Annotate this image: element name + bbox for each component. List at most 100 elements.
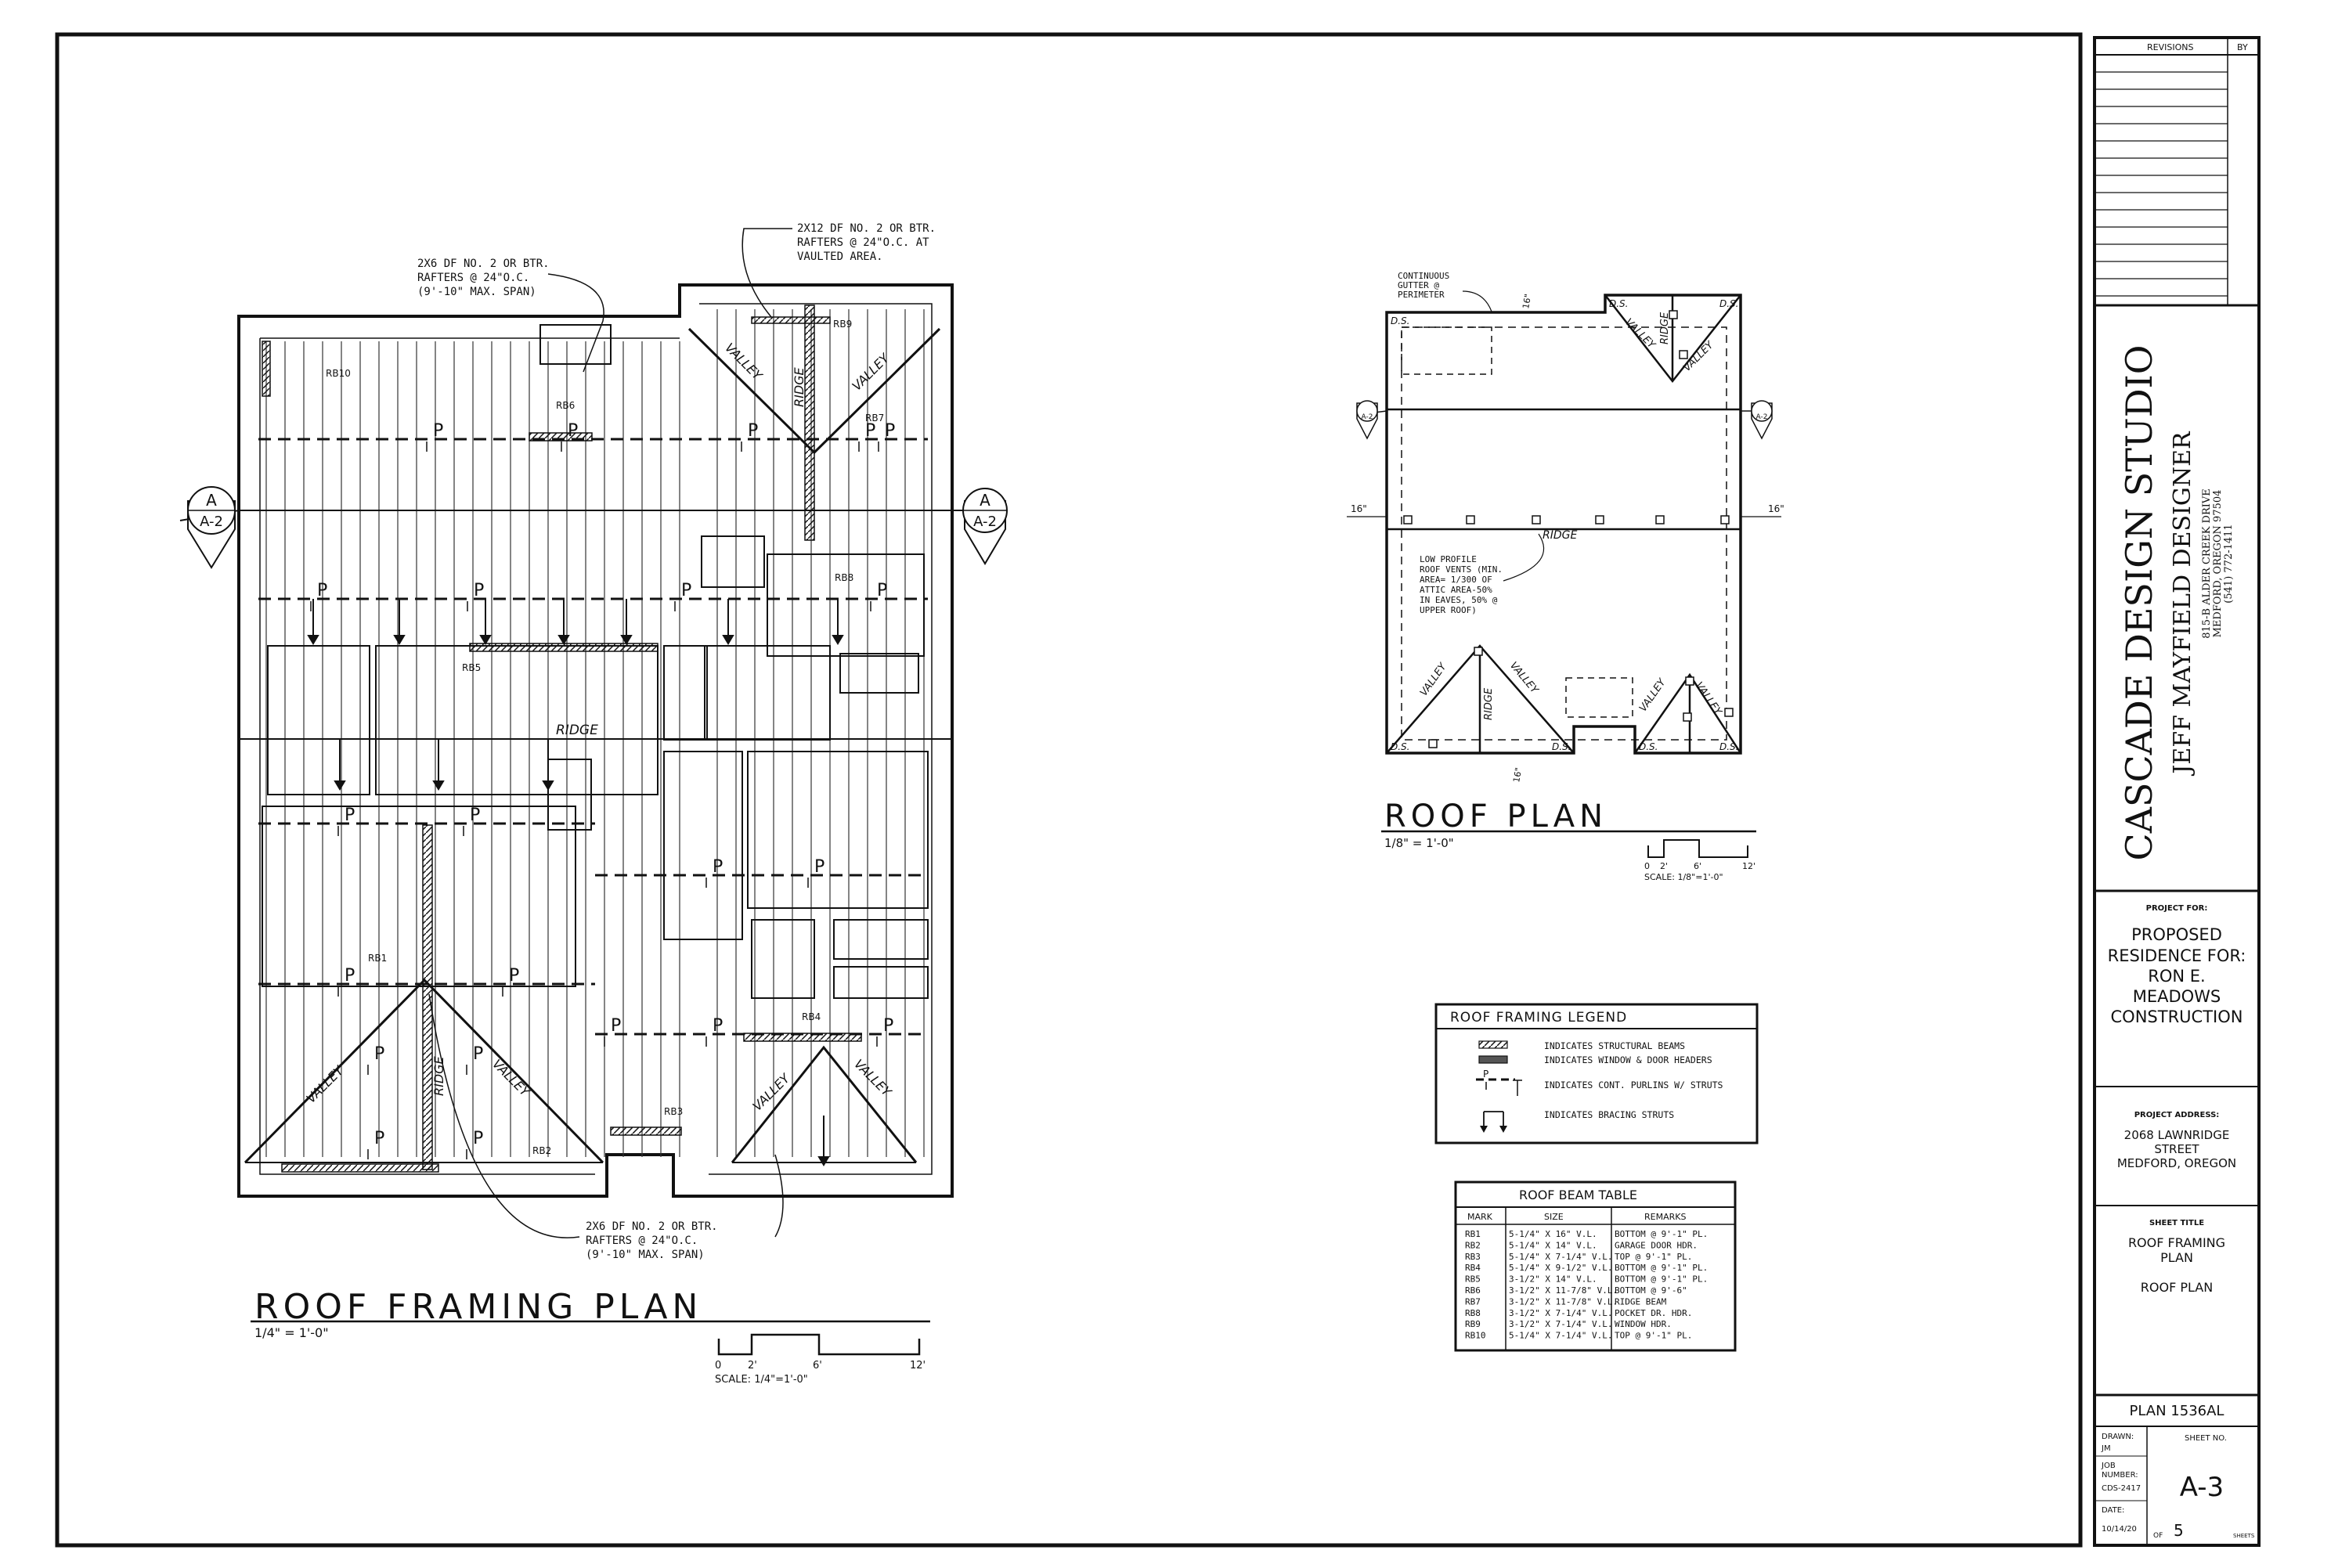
svg-text:RAFTERS @ 24"O.C. AT: RAFTERS @ 24"O.C. AT: [797, 236, 929, 249]
svg-text:RON E.: RON E.: [2148, 967, 2205, 986]
sheet-number: A-3: [2180, 1472, 2224, 1503]
svg-text:P: P: [509, 966, 519, 986]
svg-text:P: P: [473, 1129, 483, 1148]
bracing-struts: [307, 599, 844, 1166]
svg-text:RIDGE: RIDGE: [1659, 312, 1671, 344]
svg-text:P: P: [865, 421, 875, 441]
legend-item-3: INDICATES CONT. PURLINS W/ STRUTS: [1544, 1080, 1723, 1090]
roof-plan-scale: 1/8" = 1'-0": [1384, 836, 1454, 850]
svg-text:2': 2': [1660, 861, 1668, 871]
svg-text:LOW PROFILE: LOW PROFILE: [1420, 554, 1477, 564]
svg-text:UPPER ROOF): UPPER ROOF): [1420, 605, 1477, 615]
valley-label-3: VALLEY: [303, 1062, 347, 1106]
beam-table-cell: 3-1/2" X 7-1/4" V.L.: [1509, 1308, 1612, 1318]
vent-note: LOW PROFILE ROOF VENTS (MIN. AREA= 1/300…: [1420, 533, 1545, 615]
beam-table-cell: RB6: [1465, 1285, 1481, 1296]
svg-text:STREET: STREET: [2154, 1142, 2199, 1156]
beam-table-cell: GARAGE DOOR HDR.: [1615, 1240, 1698, 1250]
svg-text:D.S.: D.S.: [1609, 298, 1629, 309]
framing-scale-bar: [717, 1333, 921, 1356]
sheet-total: 5: [2174, 1521, 2184, 1540]
beam-table-cell: BOTTOM @ 9'-1" PL.: [1615, 1274, 1708, 1285]
svg-text:2X6 DF NO. 2 OR BTR.: 2X6 DF NO. 2 OR BTR.: [586, 1220, 718, 1233]
project-for-label: PROJECT FOR:: [2146, 904, 2208, 913]
beam-table-cell: RB8: [1465, 1308, 1481, 1318]
roof-plan: RIDGE VALLEY VALLEY RIDGE VALLEY VALLEY …: [1347, 271, 1784, 882]
svg-text:P: P: [474, 581, 484, 600]
roof-section-marker-right: A-2: [1741, 400, 1773, 440]
svg-text:A-2: A-2: [1756, 413, 1768, 421]
beam-table-cell: RB2: [1465, 1240, 1481, 1250]
by-header: BY: [2237, 42, 2248, 52]
beam-table-cell: BOTTOM @ 9'-1" PL.: [1615, 1229, 1708, 1239]
svg-text:P: P: [681, 581, 691, 600]
svg-text:SHEETS: SHEETS: [2233, 1533, 2255, 1539]
svg-text:2068 LAWNRIDGE: 2068 LAWNRIDGE: [2124, 1128, 2230, 1142]
beam-table-cell: 5-1/4" X 7-1/4" V.L.: [1509, 1331, 1612, 1341]
svg-text:A: A: [980, 491, 990, 510]
svg-text:ROOF FRAMING: ROOF FRAMING: [2128, 1235, 2225, 1250]
svg-text:P: P: [713, 857, 723, 877]
svg-text:SIZE: SIZE: [1544, 1212, 1564, 1222]
svg-text:P: P: [883, 1016, 893, 1036]
svg-text:PERIMETER: PERIMETER: [1398, 290, 1445, 300]
framing-outline: [237, 283, 954, 1198]
beam-table-title: ROOF BEAM TABLE: [1519, 1188, 1637, 1202]
project-address-label: PROJECT ADDRESS:: [2134, 1111, 2220, 1119]
structural-beams: [262, 305, 862, 1173]
note-top-left: 2X6 DF NO. 2 OR BTR. RAFTERS @ 24"O.C. (…: [417, 258, 604, 373]
ridge-label-lower: RIDGE: [431, 1055, 446, 1096]
beam-table-cell: RB3: [1465, 1252, 1481, 1262]
svg-text:AREA= 1/300 OF: AREA= 1/300 OF: [1420, 575, 1492, 585]
svg-text:(9'-10" MAX. SPAN): (9'-10" MAX. SPAN): [417, 286, 536, 298]
roof-scale-label: SCALE: 1/8"=1'-0": [1644, 872, 1723, 882]
roof-ridge-label: RIDGE: [1543, 529, 1577, 542]
svg-text:VALLEY: VALLEY: [1693, 680, 1724, 718]
title-block-border: [2093, 36, 2261, 1547]
svg-text:2X12 DF NO. 2 OR BTR.: 2X12 DF NO. 2 OR BTR.: [797, 222, 936, 235]
rafter-lines: [265, 309, 925, 1157]
roof-vents: [1403, 310, 1734, 748]
svg-text:2X6 DF NO. 2 OR BTR.: 2X6 DF NO. 2 OR BTR.: [417, 258, 550, 270]
svg-text:6': 6': [1694, 861, 1701, 871]
job-number: CDS-2417: [2102, 1484, 2141, 1493]
valley-label-5: VALLEY: [749, 1070, 793, 1114]
svg-text:RAFTERS @ 24"O.C.: RAFTERS @ 24"O.C.: [586, 1235, 698, 1247]
svg-text:D.S.: D.S.: [1719, 298, 1739, 309]
roof-plan-title: ROOF PLAN: [1384, 798, 1607, 834]
legend-title: ROOF FRAMING LEGEND: [1450, 1010, 1627, 1026]
title-block: REVISIONS BY CASCADE DESIGN STUDIO JEFF …: [2095, 38, 2259, 1545]
svg-text:P: P: [713, 1016, 723, 1036]
beam-table-cell: 5-1/4" X 14" V.L.: [1509, 1240, 1597, 1250]
svg-text:RIDGE: RIDGE: [1483, 687, 1495, 720]
svg-text:P: P: [470, 806, 480, 825]
ridge-label-main: RIDGE: [556, 723, 598, 738]
beam-table-cell: TOP @ 9'-1" PL.: [1615, 1331, 1692, 1341]
svg-text:6': 6': [813, 1360, 822, 1372]
beam-label: RB3: [664, 1106, 683, 1117]
svg-text:D.S.: D.S.: [1719, 741, 1739, 752]
svg-text:P: P: [885, 421, 895, 441]
valley-label-4: VALLEY: [489, 1056, 533, 1100]
svg-text:0: 0: [715, 1360, 721, 1372]
svg-text:MEADOWS: MEADOWS: [2133, 987, 2221, 1006]
svg-text:2': 2': [748, 1360, 757, 1372]
beam-table-cell: BOTTOM @ 9'-1" PL.: [1615, 1263, 1708, 1273]
beam-table-cell: 3-1/2" X 14" V.L.: [1509, 1274, 1597, 1285]
note-top-right: 2X12 DF NO. 2 OR BTR. RAFTERS @ 24"O.C. …: [742, 222, 936, 318]
svg-text:P: P: [877, 581, 887, 600]
drawing-border: [55, 32, 2083, 1548]
valley-label-1: VALLEY: [722, 340, 766, 384]
beam-table-cell: RB10: [1465, 1331, 1486, 1341]
section-marker-left: A A-2: [179, 486, 240, 569]
svg-text:P: P: [433, 421, 443, 441]
svg-text:VALLEY: VALLEY: [1622, 316, 1658, 351]
roof-wall-dashed: [1401, 326, 1727, 741]
sheet-title-label: SHEET TITLE: [2149, 1219, 2204, 1227]
valley-lines: [244, 327, 941, 1164]
